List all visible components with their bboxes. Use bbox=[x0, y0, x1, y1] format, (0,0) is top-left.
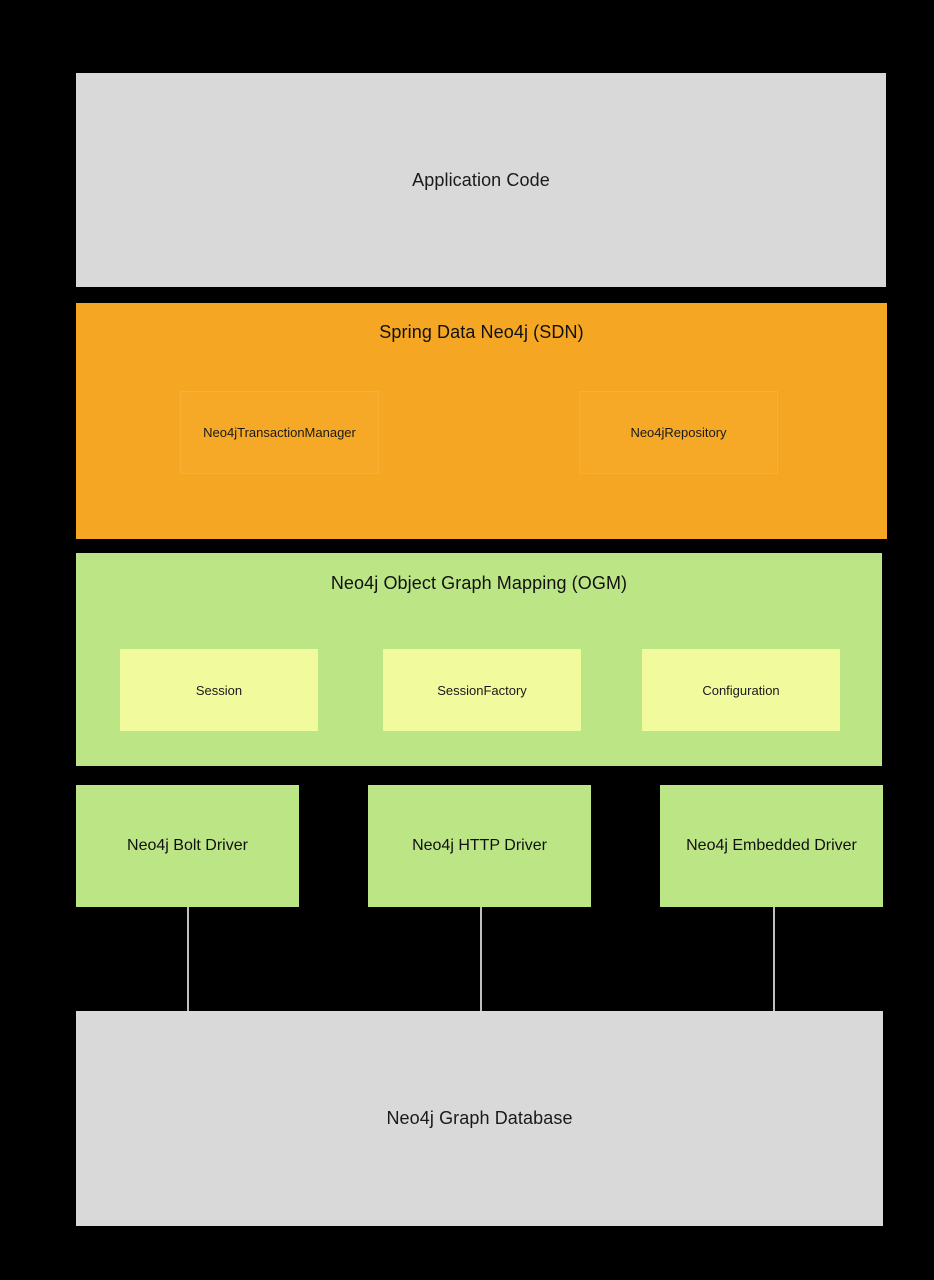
ogm-layer-label: Neo4j Object Graph Mapping (OGM) bbox=[330, 573, 628, 593]
component-neo4j-transaction-manager: Neo4jTransactionManager bbox=[180, 391, 379, 474]
node-neo4j-embedded-driver: Neo4j Embedded Driver bbox=[660, 785, 883, 907]
component-label: Configuration bbox=[702, 682, 780, 698]
node-neo4j-http-driver: Neo4j HTTP Driver bbox=[368, 785, 591, 907]
layer-neo4j-ogm: Neo4j Object Graph Mapping (OGM) Session… bbox=[76, 553, 882, 766]
component-label: Session bbox=[195, 682, 243, 698]
layer-application-code: Application Code bbox=[76, 73, 886, 287]
layer-neo4j-graph-database: Neo4j Graph Database bbox=[76, 1011, 883, 1226]
connector-bolt-to-database bbox=[187, 907, 189, 1012]
connector-embedded-to-database bbox=[773, 907, 775, 1012]
sdn-layer-label: Spring Data Neo4j (SDN) bbox=[379, 322, 584, 342]
component-neo4j-repository: Neo4jRepository bbox=[579, 391, 778, 474]
component-label: SessionFactory bbox=[437, 682, 527, 698]
component-configuration: Configuration bbox=[642, 649, 840, 731]
connector-http-to-database bbox=[480, 907, 482, 1012]
application-code-label: Application Code bbox=[412, 169, 550, 190]
component-session-factory: SessionFactory bbox=[383, 649, 581, 731]
driver-label: Neo4j Embedded Driver bbox=[686, 837, 857, 854]
component-session: Session bbox=[120, 649, 318, 731]
graph-database-label: Neo4j Graph Database bbox=[386, 1108, 573, 1128]
driver-label: Neo4j HTTP Driver bbox=[412, 837, 547, 854]
component-label: Neo4jRepository bbox=[630, 425, 727, 440]
driver-label: Neo4j Bolt Driver bbox=[127, 837, 248, 854]
node-neo4j-bolt-driver: Neo4j Bolt Driver bbox=[76, 785, 299, 907]
component-label: Neo4jTransactionManager bbox=[203, 425, 356, 440]
layer-spring-data-neo4j: Spring Data Neo4j (SDN) Neo4jTransaction… bbox=[76, 303, 887, 539]
